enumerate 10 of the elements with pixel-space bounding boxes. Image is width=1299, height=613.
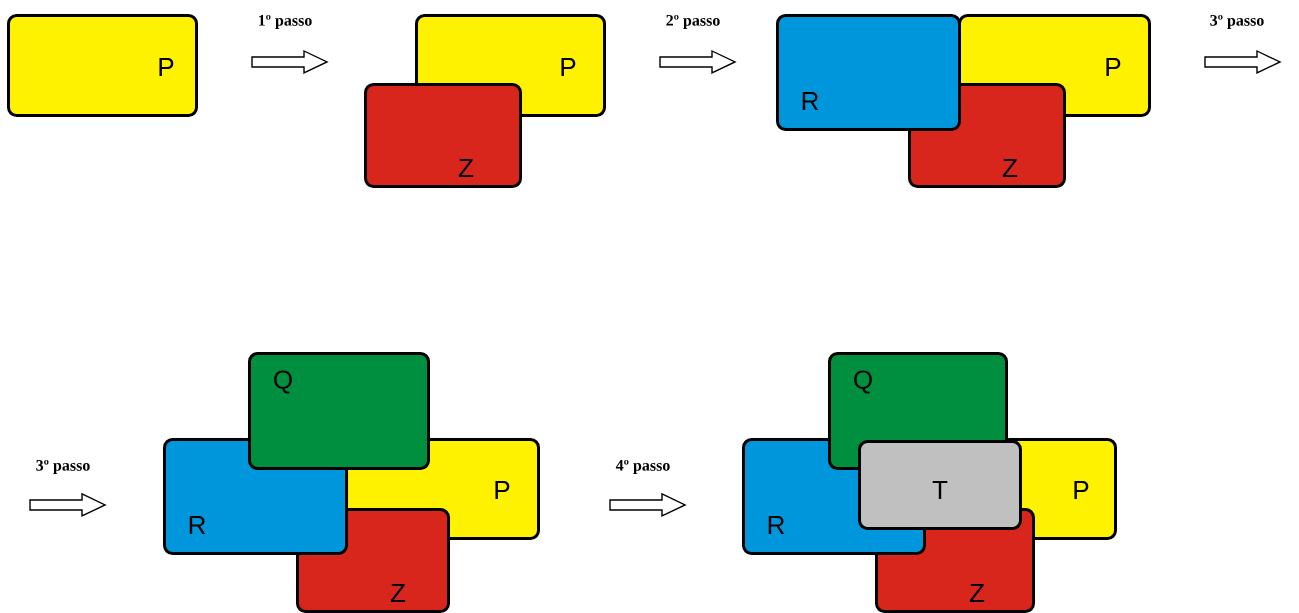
step-label: 1º passo <box>259 14 312 29</box>
step-label: 3º passo <box>1210 14 1264 29</box>
card: T <box>858 440 1022 530</box>
step-label: 4º passo <box>615 459 670 474</box>
card: Z <box>364 83 522 188</box>
card: R <box>776 14 961 131</box>
card: Q <box>248 352 430 470</box>
step-label: 3º passo <box>36 459 90 474</box>
card: P <box>7 14 198 117</box>
step-label: 2º passo <box>666 14 720 29</box>
